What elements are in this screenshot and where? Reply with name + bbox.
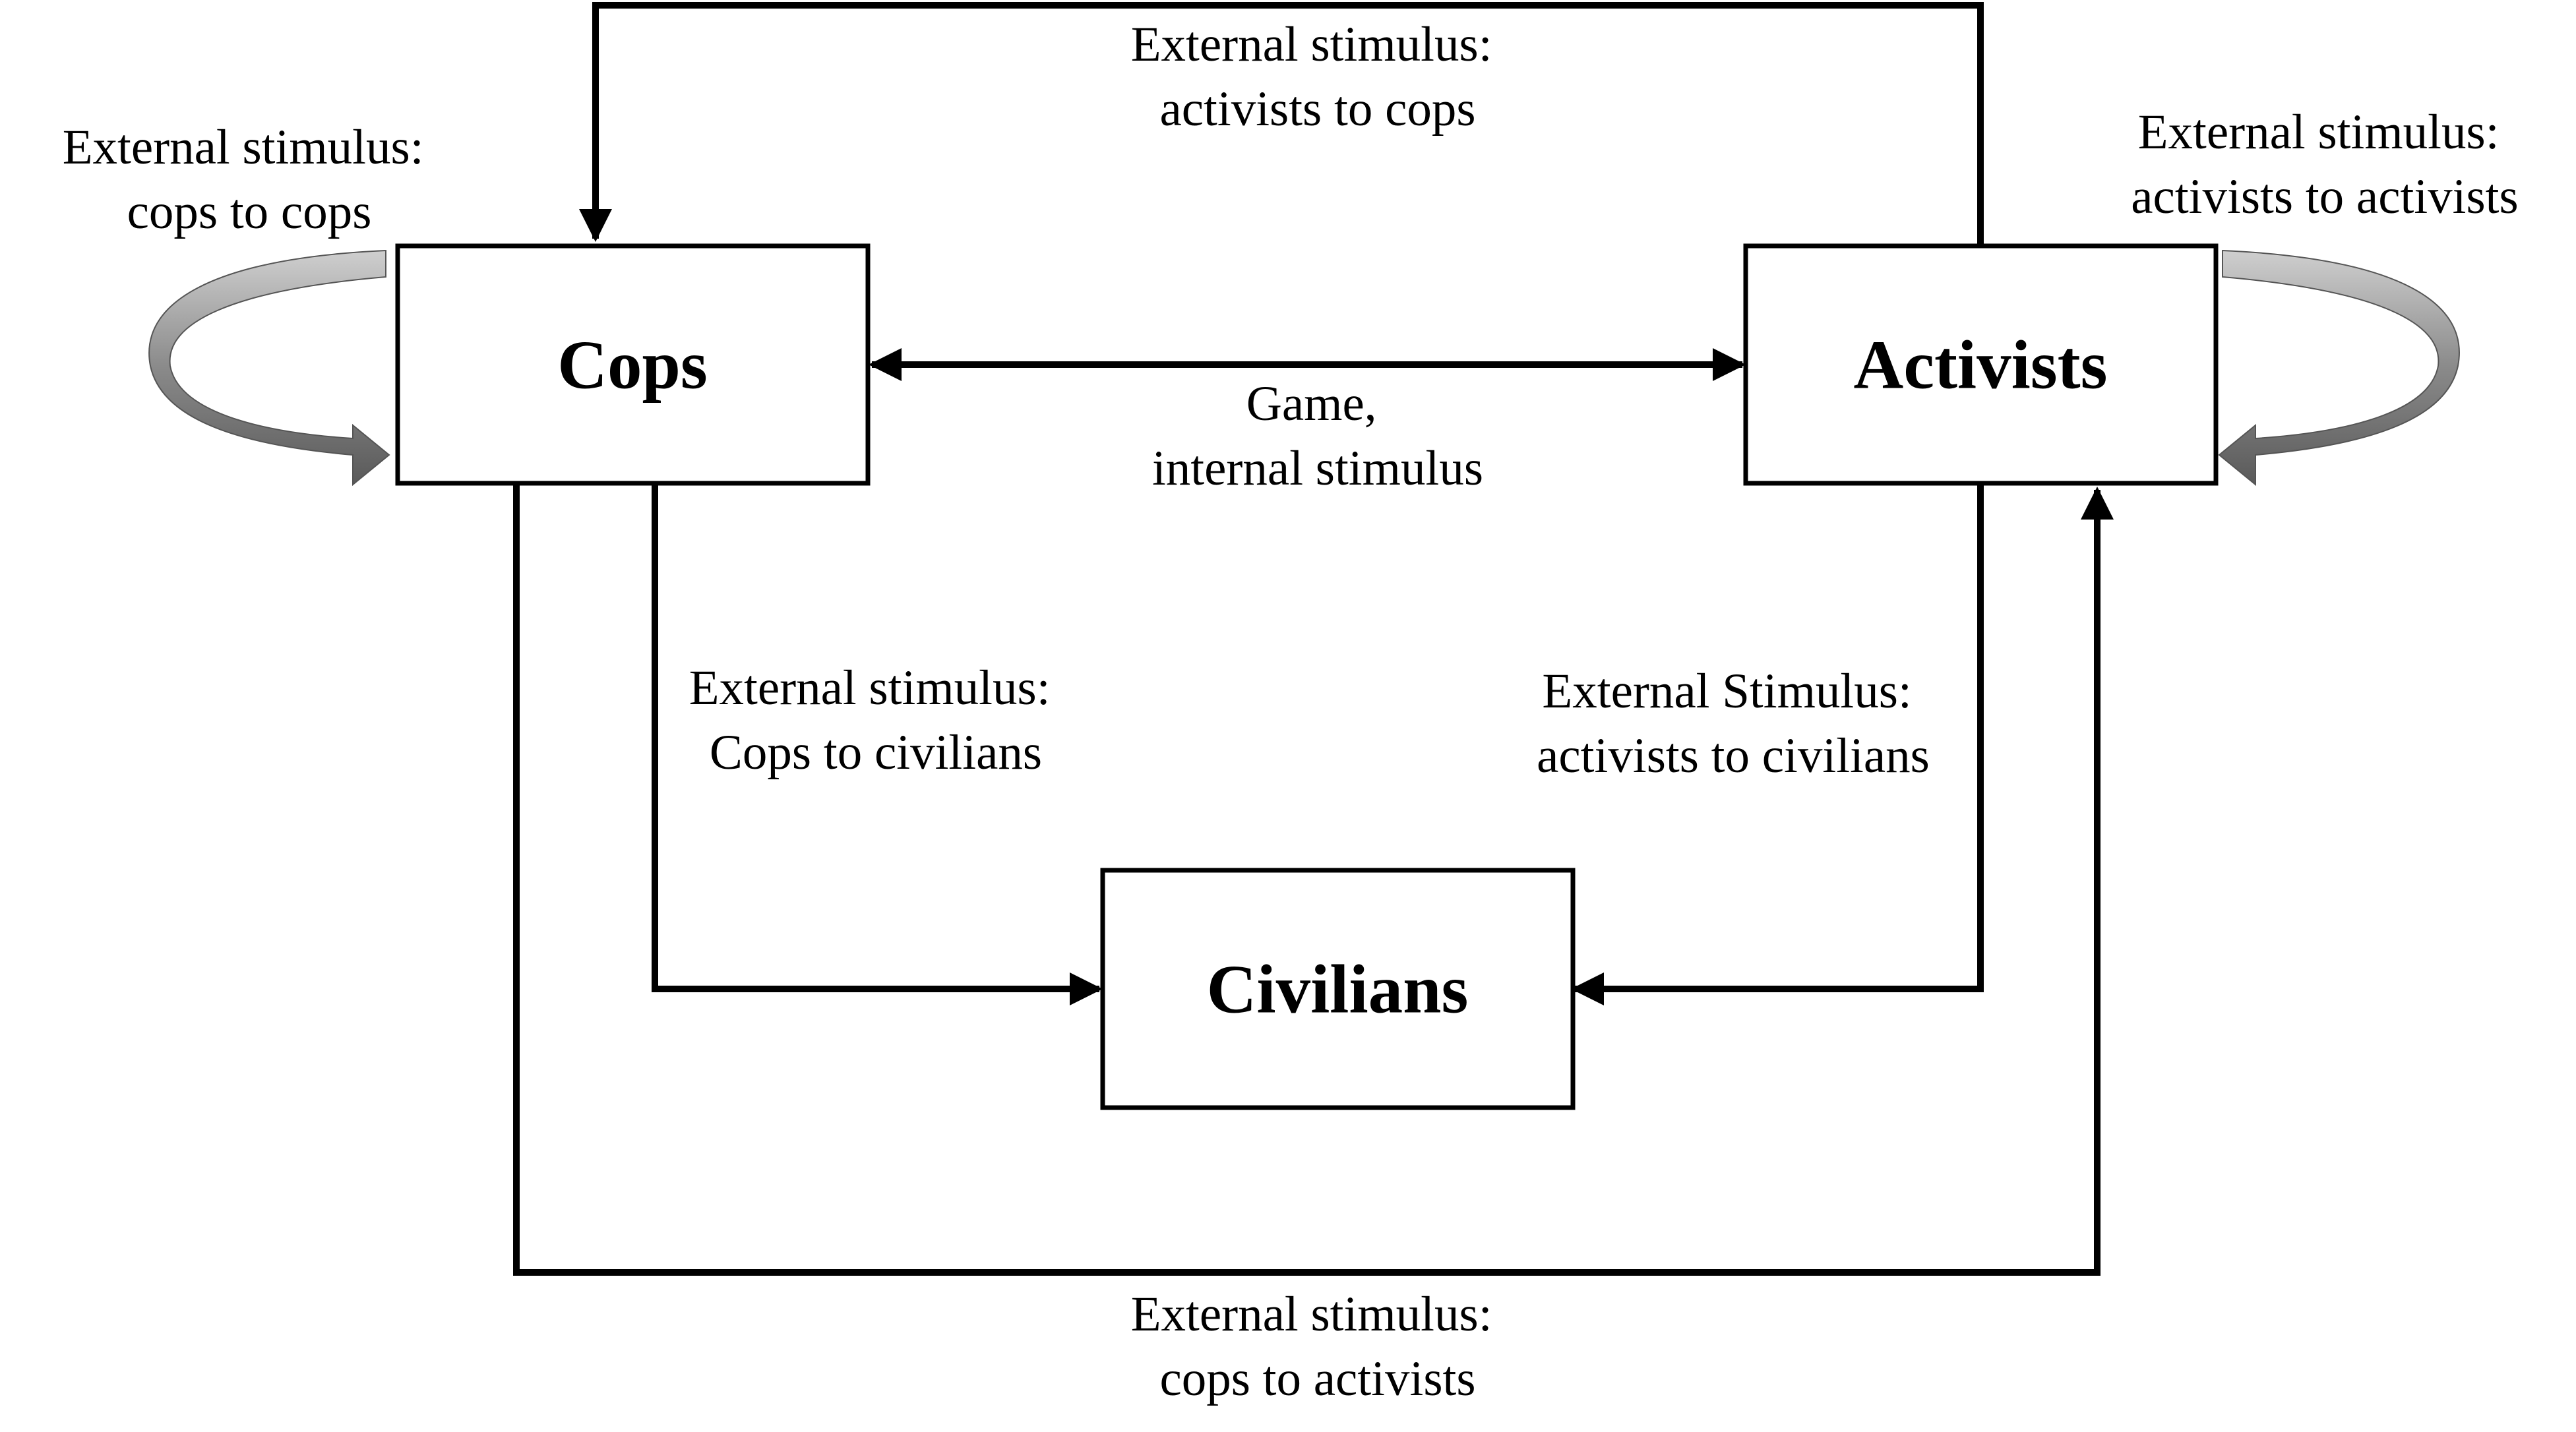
node-cops-box bbox=[395, 243, 871, 486]
node-cops: Cops bbox=[395, 243, 871, 486]
node-civilians: Civilians bbox=[1100, 868, 1576, 1110]
edge-activists-to-cops bbox=[579, 2, 1984, 245]
label-cops-to-activists-line1: External stimulus: bbox=[1131, 1287, 1492, 1342]
edge-cops-to-activists bbox=[513, 483, 2114, 1276]
label-activists-to-cops-line1: External stimulus: bbox=[1131, 17, 1492, 72]
loop-arrow-activists bbox=[2218, 249, 2460, 487]
label-cops-to-activists-line2: cops to activists bbox=[1159, 1352, 1475, 1406]
edge-activists-to-civilians bbox=[1571, 483, 1984, 1005]
label-activists-to-civilians-line2: activists to civilians bbox=[1537, 729, 1930, 783]
node-activists-box bbox=[1743, 243, 2219, 486]
node-activists-label: Activists bbox=[1854, 326, 2108, 403]
loop-arrow-cops bbox=[148, 249, 390, 487]
label-cops-to-cops-line2: cops to cops bbox=[127, 185, 372, 239]
edge-cops-to-civilians bbox=[652, 483, 1103, 1005]
self-loop-activists bbox=[2218, 249, 2460, 487]
node-civilians-label: Civilians bbox=[1207, 951, 1469, 1028]
label-activists-to-cops: External stimulus: activists to cops bbox=[1131, 17, 1505, 136]
label-activists-to-activists: External stimulus: activists to activist… bbox=[2131, 105, 2518, 224]
label-game-line2: internal stimulus bbox=[1152, 441, 1483, 496]
label-game-internal-stimulus: Game, internal stimulus bbox=[1152, 376, 1483, 496]
node-activists: Activists bbox=[1743, 243, 2219, 486]
label-cops-to-cops-line1: External stimulus: bbox=[63, 120, 424, 175]
label-cops-to-activists: External stimulus: cops to activists bbox=[1131, 1287, 1505, 1406]
label-activists-to-activists-line1: External stimulus: bbox=[2138, 105, 2499, 160]
label-cops-to-civilians: External stimulus: Cops to civilians bbox=[689, 661, 1063, 780]
label-cops-to-civilians-line1: External stimulus: bbox=[689, 661, 1051, 715]
node-cops-label: Cops bbox=[557, 326, 708, 403]
label-activists-to-civilians-line1: External Stimulus: bbox=[1542, 664, 1911, 719]
self-loop-cops bbox=[148, 249, 390, 487]
label-activists-to-cops-line2: activists to cops bbox=[1159, 82, 1475, 136]
label-game-line1: Game, bbox=[1246, 376, 1377, 431]
label-cops-to-civilians-line2: Cops to civilians bbox=[710, 725, 1042, 780]
label-activists-to-activists-line2: activists to activists bbox=[2131, 169, 2518, 224]
node-civilians-box bbox=[1100, 868, 1576, 1110]
label-cops-to-cops: External stimulus: cops to cops bbox=[63, 120, 437, 239]
label-activists-to-civilians: External Stimulus: activists to civilian… bbox=[1537, 664, 1930, 783]
